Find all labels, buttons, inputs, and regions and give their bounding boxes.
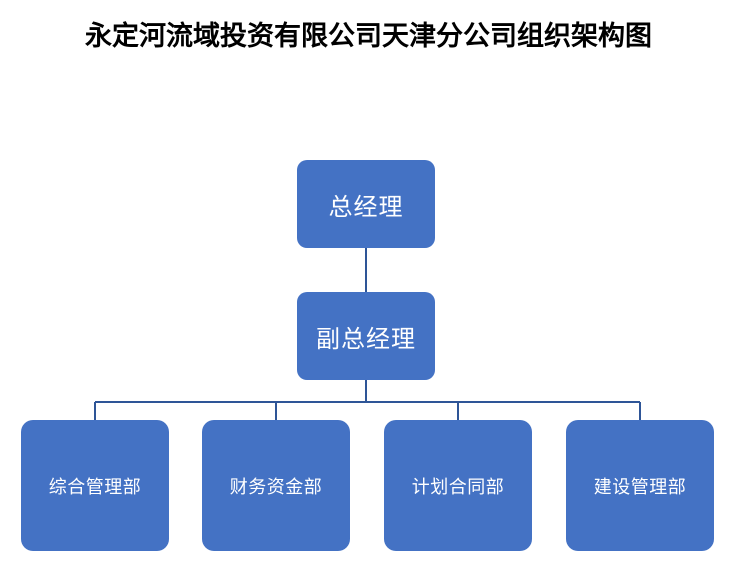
- org-node-label: 建设管理部: [593, 476, 687, 498]
- org-node-deputy-general-manager[interactable]: 副总经理: [297, 292, 435, 380]
- org-node-label: 总经理: [328, 192, 404, 221]
- org-node-label: 计划合同部: [411, 476, 505, 498]
- org-node-general-manager[interactable]: 总经理: [297, 160, 435, 248]
- org-node-department-finance[interactable]: 财务资金部: [202, 420, 350, 551]
- org-node-department-planning-contract[interactable]: 计划合同部: [384, 420, 532, 551]
- org-node-department-construction-management[interactable]: 建设管理部: [566, 420, 714, 551]
- org-node-department-general-management[interactable]: 综合管理部: [21, 420, 169, 551]
- org-node-label: 副总经理: [316, 324, 416, 353]
- org-node-label: 财务资金部: [229, 476, 323, 498]
- org-node-label: 综合管理部: [48, 476, 142, 498]
- page-title: 永定河流域投资有限公司天津分公司组织架构图: [85, 21, 652, 51]
